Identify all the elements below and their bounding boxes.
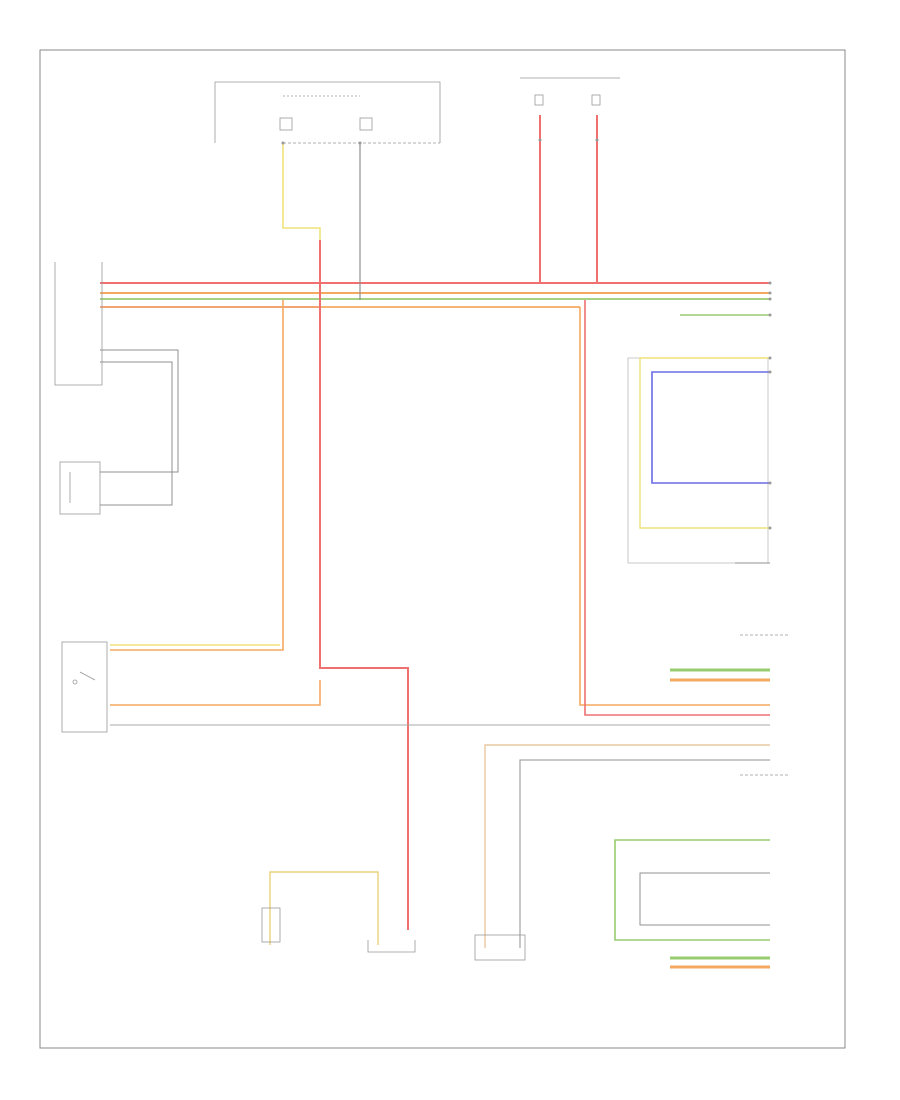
fuse-box-top-left [214, 81, 441, 144]
tan-loop-heater [269, 871, 379, 945]
blue-wire [651, 371, 770, 484]
left-switch-component [54, 262, 103, 386]
orange-right-vertical [579, 307, 770, 706]
diagram-border [39, 49, 846, 1049]
gray-left-device [100, 349, 179, 473]
orange-vertical [110, 300, 284, 651]
yellow-wire-right [639, 357, 770, 529]
lower-left-module-component [61, 641, 108, 733]
aux-heater-component [367, 940, 416, 953]
coolant-fan-relay-component [59, 461, 101, 515]
climate-module-box [627, 357, 769, 564]
gray-loop-inner [639, 872, 770, 926]
green-loop-outer [614, 839, 770, 941]
red-right-vertical [584, 300, 770, 716]
orange-lower [110, 680, 321, 706]
engine-control-component [740, 634, 790, 776]
red-vertical-a [319, 240, 409, 930]
gray-left-device-2 [100, 361, 173, 506]
tan-wire [484, 744, 770, 948]
recirc-pump-component [474, 934, 526, 961]
yellow-feed [282, 143, 321, 300]
coolant-valve-component [261, 907, 281, 943]
fuse-box-top-right [520, 77, 620, 106]
connector-dots [281, 138, 772, 530]
gray-wire-pump [519, 759, 770, 948]
